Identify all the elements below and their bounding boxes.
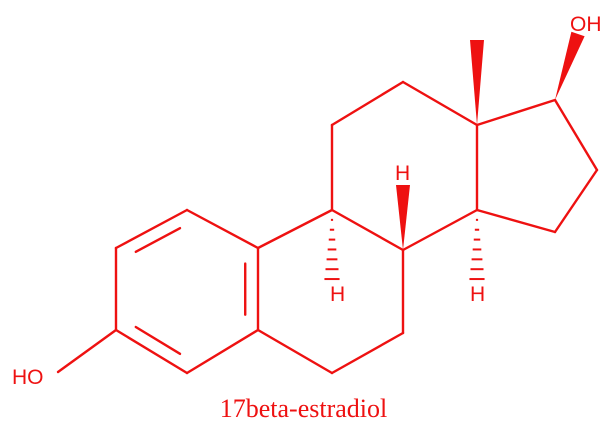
bond-c3-d2 xyxy=(475,98,557,127)
atom-label-oh-top: OH xyxy=(570,13,602,36)
bond-d2-d3 xyxy=(553,98,599,172)
bond-a6-b1 xyxy=(256,208,334,250)
atom-label-h-right: H xyxy=(470,283,485,306)
hash-bond-h-right xyxy=(469,218,485,281)
wedge-bond-h-top xyxy=(396,185,410,250)
bond-a1-a2 xyxy=(114,208,189,250)
bond-b2-b1 xyxy=(330,208,405,252)
bond-a3-ho xyxy=(56,328,118,374)
bond-d4-c4 xyxy=(475,208,557,234)
molecule-caption: 17beta-estradiol xyxy=(219,394,388,423)
atom-label-h-top: H xyxy=(395,162,410,185)
atom-label-ho-left: HO xyxy=(12,366,44,389)
double-bond-inner-a3-a4 xyxy=(134,325,182,356)
hash-bond-h-left xyxy=(324,218,340,281)
stereo-bonds xyxy=(324,31,585,281)
bond-a6-a1 xyxy=(185,208,260,250)
wedge-bond-methyl xyxy=(470,40,484,125)
bond-c2-c3 xyxy=(401,80,479,127)
bond-a3-a4 xyxy=(114,328,189,375)
bond-c4-b2 xyxy=(401,208,479,252)
bond-a5-b4 xyxy=(256,328,334,375)
bond-a4-a5 xyxy=(185,328,260,375)
atom-label-h-left: H xyxy=(330,283,345,306)
bond-lines xyxy=(56,80,599,375)
wedge-bond-oh xyxy=(555,31,585,100)
bond-d3-d4 xyxy=(553,168,599,234)
bond-c1-c2 xyxy=(330,80,405,127)
bond-b4-b3 xyxy=(330,331,405,375)
double-bond-inner-a1-a2 xyxy=(134,226,182,254)
